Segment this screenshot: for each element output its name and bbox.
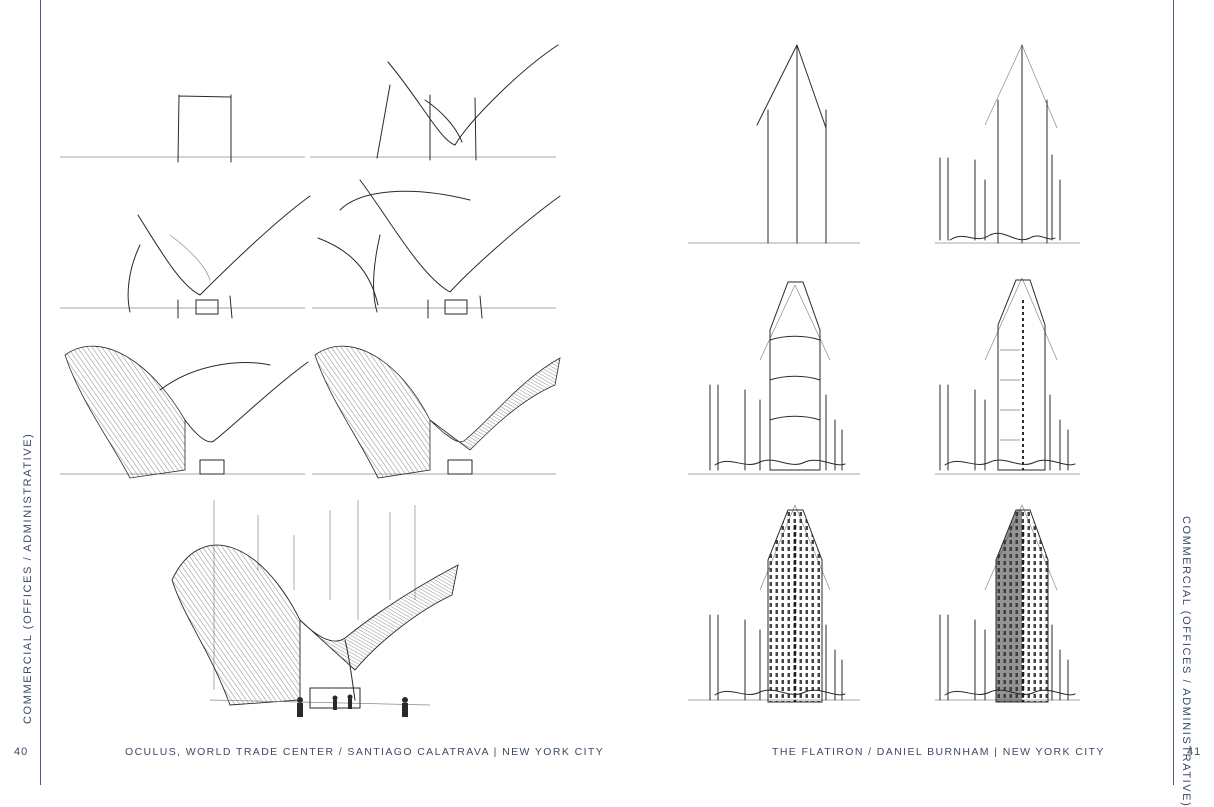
oculus-step-3: [60, 195, 311, 319]
oculus-step-5: [60, 345, 309, 479]
right-caption: THE FLATIRON / DANIEL BURNHAM | NEW YORK…: [772, 746, 1105, 758]
flatiron-step-6: [935, 504, 1080, 703]
right-page-number: 41: [1187, 746, 1202, 758]
left-page-border: [40, 0, 41, 785]
flatiron-step-5: [688, 504, 860, 703]
oculus-step-6: [312, 345, 561, 479]
flatiron-step-2: [935, 44, 1080, 244]
oculus-step-4: [312, 179, 561, 319]
left-page-number: 40: [14, 746, 29, 758]
people-figures: [297, 694, 408, 717]
flatiron-step-1: [688, 44, 860, 244]
sketch-canvas: [60, 44, 1080, 717]
oculus-step-2: [310, 44, 559, 161]
left-caption: OCULUS, WORLD TRADE CENTER / SANTIAGO CA…: [125, 746, 605, 758]
right-page-border: [1173, 0, 1174, 785]
flatiron-step-4: [935, 277, 1080, 475]
flatiron-step-3: [688, 281, 860, 475]
oculus-final-drawing: [171, 500, 459, 717]
oculus-step-1: [60, 94, 305, 163]
